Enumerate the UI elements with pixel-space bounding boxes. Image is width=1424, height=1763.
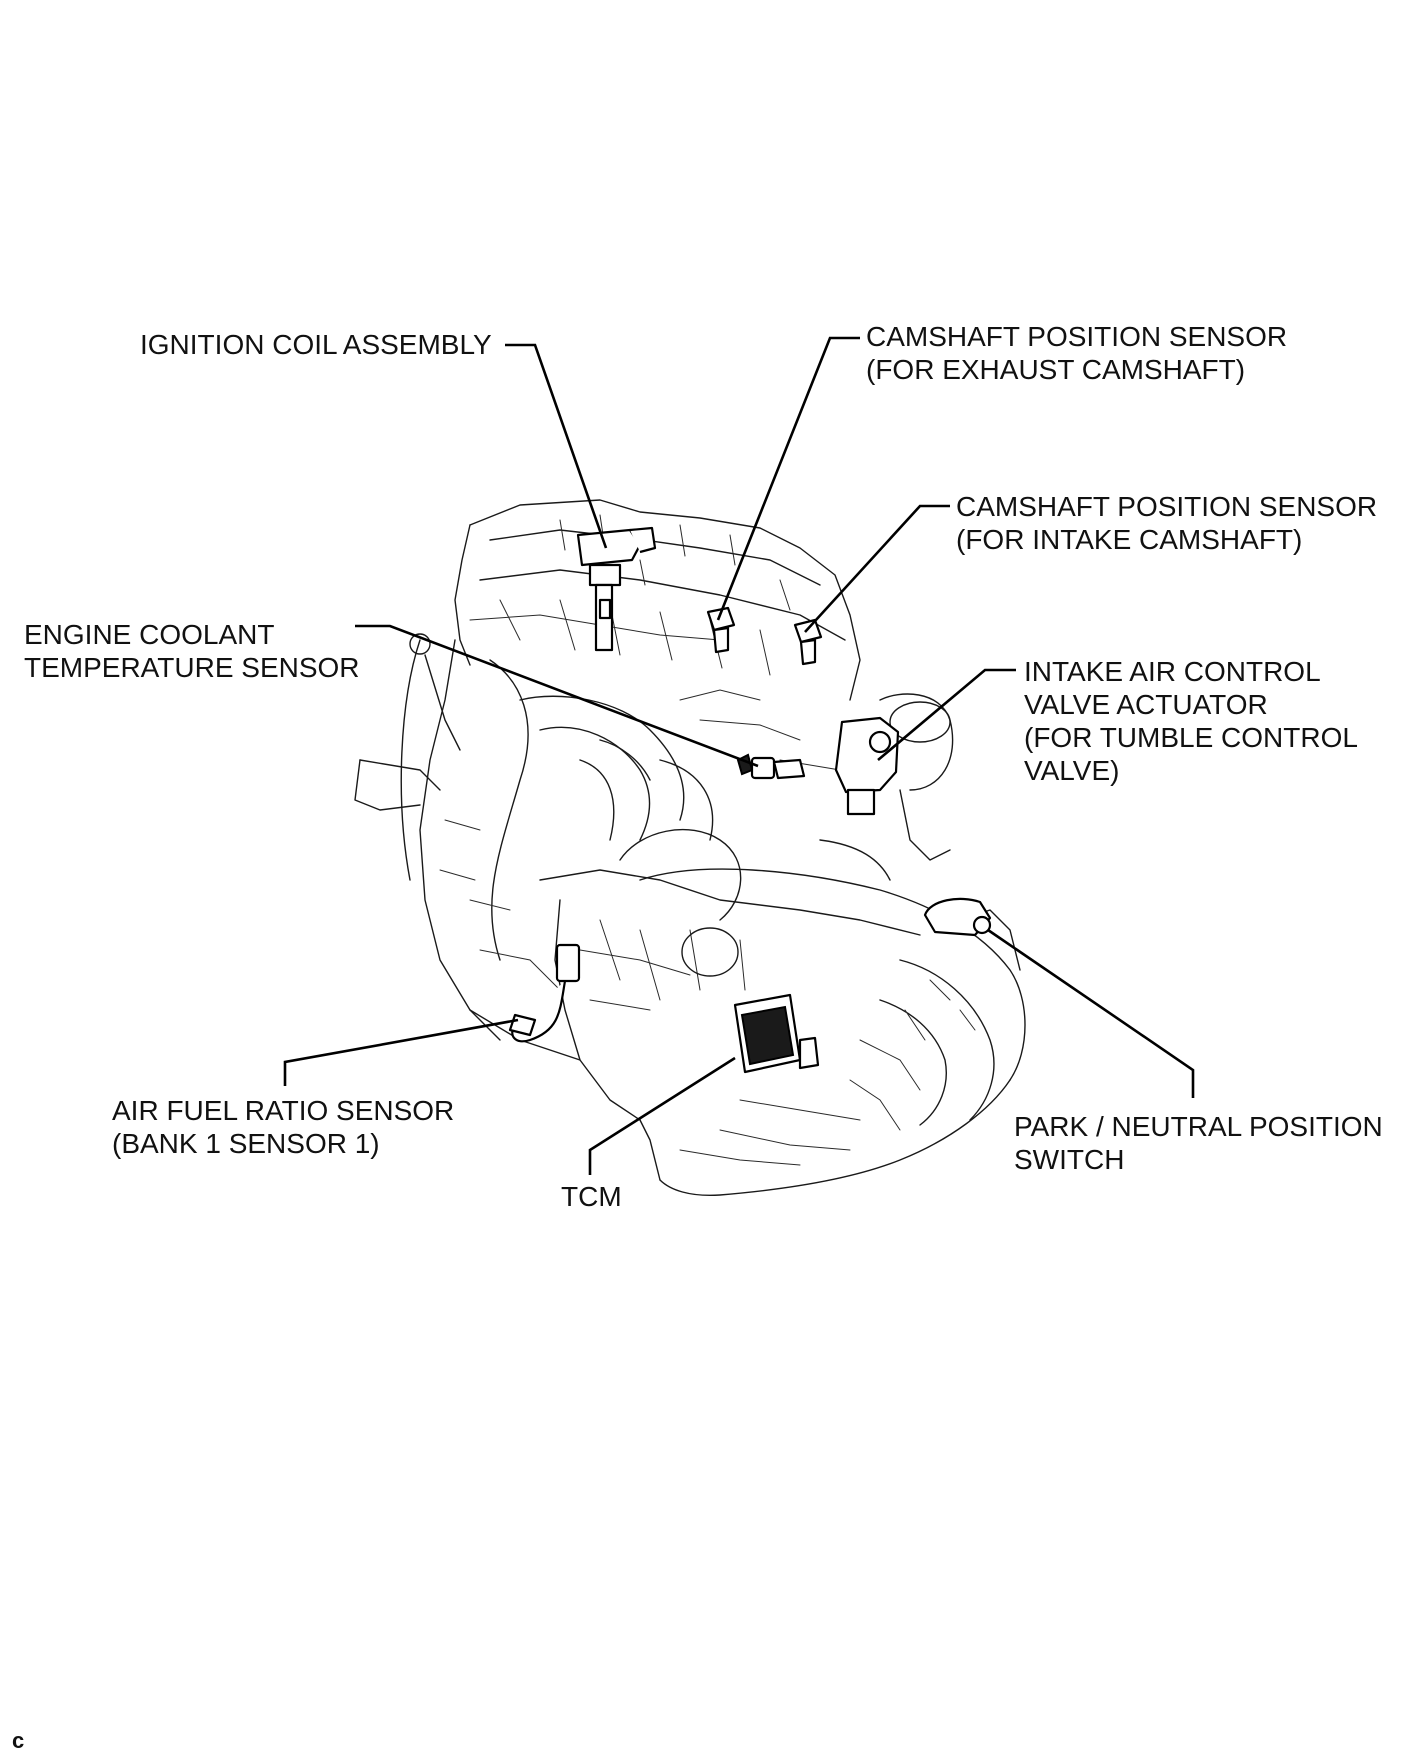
leader-intake-air bbox=[877, 668, 1016, 761]
label-tcm: TCM bbox=[561, 1180, 622, 1213]
label-camshaft-sensor-exhaust: CAMSHAFT POSITION SENSOR (FOR EXHAUST CA… bbox=[866, 320, 1287, 386]
label-line: (FOR TUMBLE CONTROL bbox=[1024, 722, 1358, 753]
engine-block-outline bbox=[354, 499, 1026, 1197]
leader-af-sensor bbox=[283, 1018, 519, 1086]
af-sensor-part bbox=[508, 943, 581, 1043]
label-line: VALVE ACTUATOR bbox=[1024, 689, 1268, 720]
label-line: IGNITION COIL ASSEMBLY bbox=[140, 329, 492, 360]
label-line: AIR FUEL RATIO SENSOR bbox=[112, 1095, 455, 1126]
leader-cam-intake bbox=[804, 504, 950, 633]
cam-sensor-intake-part bbox=[793, 618, 823, 666]
intake-air-control-actuator-part bbox=[834, 716, 900, 816]
label-line: TEMPERATURE SENSOR bbox=[24, 652, 360, 683]
label-line: PARK / NEUTRAL POSITION bbox=[1014, 1111, 1383, 1142]
label-line: INTAKE AIR CONTROL bbox=[1024, 656, 1321, 687]
label-park-neutral-position-switch: PARK / NEUTRAL POSITION SWITCH bbox=[1014, 1110, 1383, 1176]
label-line: CAMSHAFT POSITION SENSOR bbox=[956, 491, 1378, 522]
label-line: TCM bbox=[561, 1181, 622, 1212]
label-ignition-coil-assembly: IGNITION COIL ASSEMBLY bbox=[140, 328, 492, 361]
label-air-fuel-ratio-sensor: AIR FUEL RATIO SENSOR (BANK 1 SENSOR 1) bbox=[112, 1094, 454, 1160]
coolant-sensor-part bbox=[736, 753, 806, 780]
corner-mark: c bbox=[12, 1728, 25, 1753]
tcm-part bbox=[733, 993, 820, 1074]
label-engine-coolant-temperature-sensor: ENGINE COOLANT TEMPERATURE SENSOR bbox=[24, 618, 360, 684]
label-camshaft-sensor-intake: CAMSHAFT POSITION SENSOR (FOR INTAKE CAM… bbox=[956, 490, 1377, 556]
label-intake-air-control-valve-actuator: INTAKE AIR CONTROL VALVE ACTUATOR (FOR T… bbox=[1024, 655, 1358, 787]
label-line: ENGINE COOLANT bbox=[24, 619, 275, 650]
leader-cam-exhaust bbox=[716, 336, 860, 621]
leader-pn-switch bbox=[987, 928, 1195, 1098]
label-line: (FOR INTAKE CAMSHAFT) bbox=[956, 524, 1303, 555]
label-line: VALVE) bbox=[1024, 755, 1120, 786]
label-line: CAMSHAFT POSITION SENSOR bbox=[866, 321, 1288, 352]
leader-ignition-coil bbox=[505, 343, 608, 549]
label-line: (BANK 1 SENSOR 1) bbox=[112, 1128, 380, 1159]
leader-coolant bbox=[355, 624, 759, 768]
pn-switch-part bbox=[923, 897, 992, 937]
label-line: SWITCH bbox=[1014, 1144, 1125, 1175]
leader-lines bbox=[283, 336, 1195, 1175]
leader-tcm bbox=[588, 1056, 736, 1175]
ignition-coil-part bbox=[576, 526, 657, 652]
label-line: (FOR EXHAUST CAMSHAFT) bbox=[866, 354, 1246, 385]
